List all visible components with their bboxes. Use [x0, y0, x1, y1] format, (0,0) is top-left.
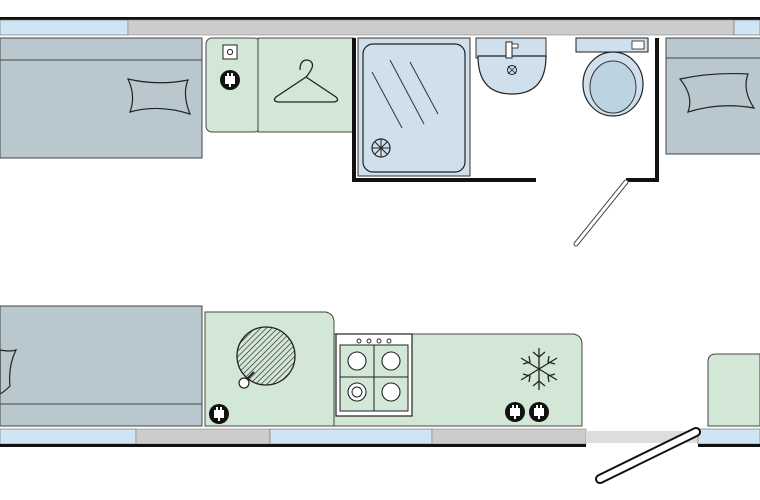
toilet: [575, 37, 649, 117]
wardrobe: [205, 37, 355, 133]
socket-icon: [505, 402, 525, 422]
socket-icon: [529, 402, 549, 422]
seating-area-front-left: [0, 37, 203, 159]
snowflake-icon: [520, 348, 558, 390]
grill-icon: [236, 326, 296, 389]
shower-head-icon: [371, 138, 391, 158]
wall-panel-top: [127, 19, 735, 36]
bathroom-door: [573, 179, 629, 247]
seating-area-rear-left: [0, 305, 203, 427]
window-top-right: [733, 19, 760, 36]
window-bottom-middle: [269, 428, 433, 445]
switch-icon: [222, 44, 238, 60]
shower: [357, 37, 471, 177]
window-bottom-left: [0, 428, 137, 445]
entrance-door: [595, 427, 701, 484]
seating-area-front-right: [665, 37, 760, 155]
hob-icon: [335, 333, 413, 417]
top-wall: [0, 17, 760, 36]
cushion-icon: [0, 348, 18, 395]
window-top-left: [0, 19, 129, 36]
socket-icon: [209, 404, 229, 424]
seating-area-rear-right: [707, 353, 760, 427]
socket-icon: [220, 70, 240, 90]
cushion-icon: [126, 78, 192, 115]
window-bottom-right: [697, 428, 760, 445]
tap-icon: [505, 41, 519, 59]
washbasin: [475, 37, 547, 95]
kitchen: [204, 311, 583, 427]
bottom-wall: [0, 428, 760, 447]
hanger-icon: [273, 59, 339, 103]
bathroom-walls: [352, 38, 659, 182]
drain-icon: [507, 65, 517, 75]
cushion-icon: [678, 72, 756, 113]
